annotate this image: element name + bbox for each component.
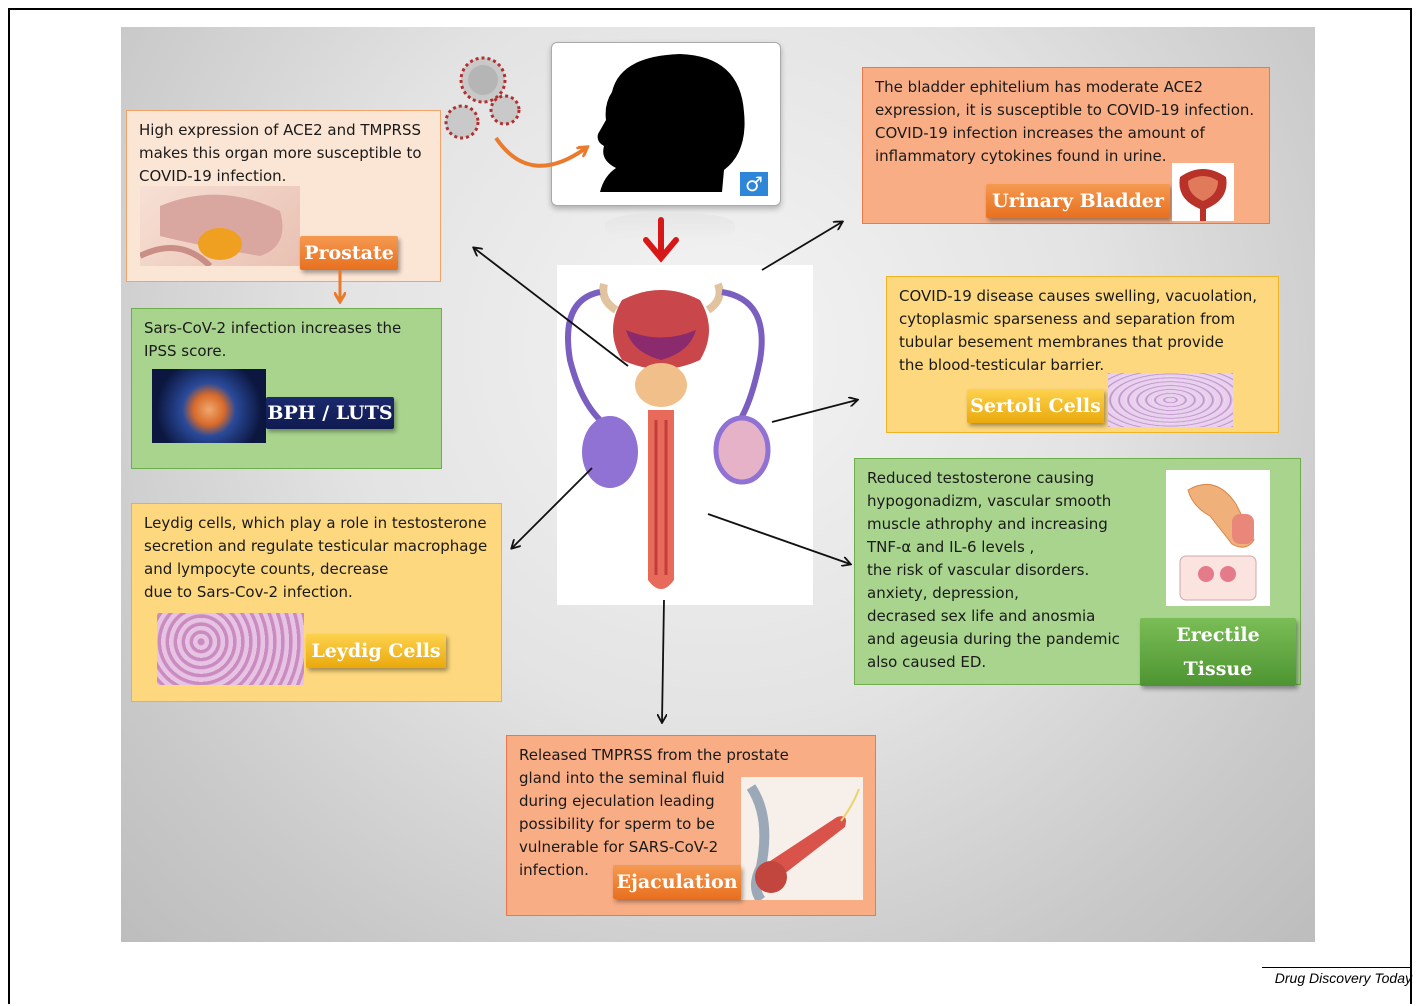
coronavirus-icon [461,58,505,102]
red-down-arrow [646,220,676,258]
male-reproductive-anatomy-illustration [568,284,768,589]
journal-credit: Drug Discovery Today [1262,967,1412,986]
arrow-to-erectile [708,514,850,564]
coronavirus-icon [446,106,478,138]
arrow-to-sertoli [772,400,857,422]
arrow-to-ejaculation [662,600,664,722]
arrow-to-leydig [512,468,592,548]
infection-curved-arrow [496,138,586,166]
arrow-to-prostate [474,248,628,366]
coronavirus-icon [491,96,519,124]
arrow-to-bladder [762,222,842,270]
male-silhouette-icon [598,54,745,192]
